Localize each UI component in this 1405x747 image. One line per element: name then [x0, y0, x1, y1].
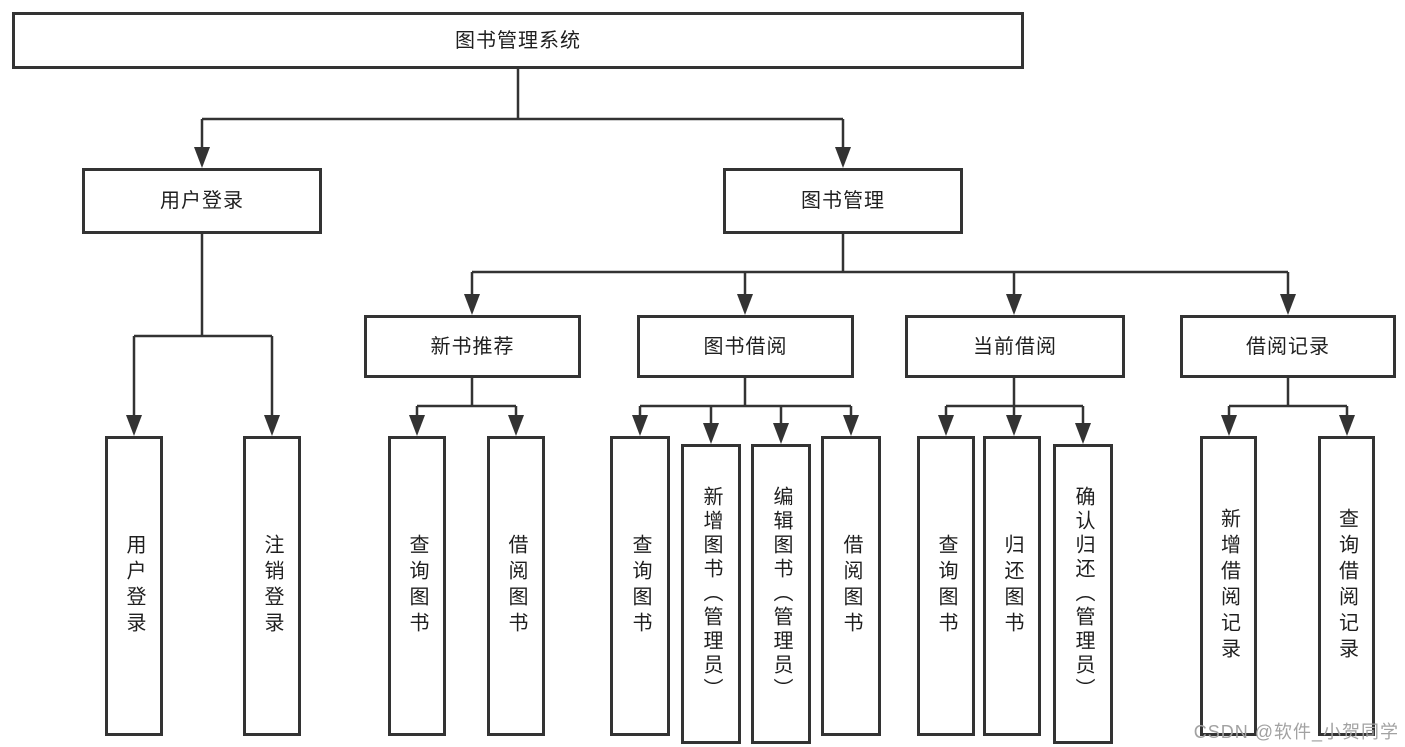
leaf-add-books-admin: 新增图书（管理员）: [681, 444, 741, 744]
leaf-logout: 注销登录: [243, 436, 301, 736]
leaf-add-borrow-record: 新增借阅记录: [1200, 436, 1257, 736]
node-user-login: 用户登录: [82, 168, 322, 234]
leaf-borrow-books-borrowing: 借阅图书: [821, 436, 881, 736]
node-book-management: 图书管理: [723, 168, 963, 234]
leaf-borrow-books-recommend: 借阅图书: [487, 436, 545, 736]
node-root-system: 图书管理系统: [12, 12, 1024, 69]
connector-paths: [132, 69, 1349, 424]
arrowheads: [126, 147, 1355, 444]
leaf-user-login: 用户登录: [105, 436, 163, 736]
leaf-query-books-current: 查询图书: [917, 436, 975, 736]
leaf-return-books: 归还图书: [983, 436, 1041, 736]
node-book-borrowing: 图书借阅: [637, 315, 854, 378]
leaf-confirm-return-admin: 确认归还（管理员）: [1053, 444, 1113, 744]
leaf-query-borrow-record: 查询借阅记录: [1318, 436, 1375, 736]
leaf-query-books-recommend: 查询图书: [388, 436, 446, 736]
leaf-query-books-borrowing: 查询图书: [610, 436, 670, 736]
watermark-text: CSDN @软件_小贺同学: [1193, 722, 1399, 742]
node-new-book-recommendation: 新书推荐: [364, 315, 581, 378]
leaf-edit-books-admin: 编辑图书（管理员）: [751, 444, 811, 744]
node-current-borrowing: 当前借阅: [905, 315, 1125, 378]
node-borrowing-records: 借阅记录: [1180, 315, 1396, 378]
